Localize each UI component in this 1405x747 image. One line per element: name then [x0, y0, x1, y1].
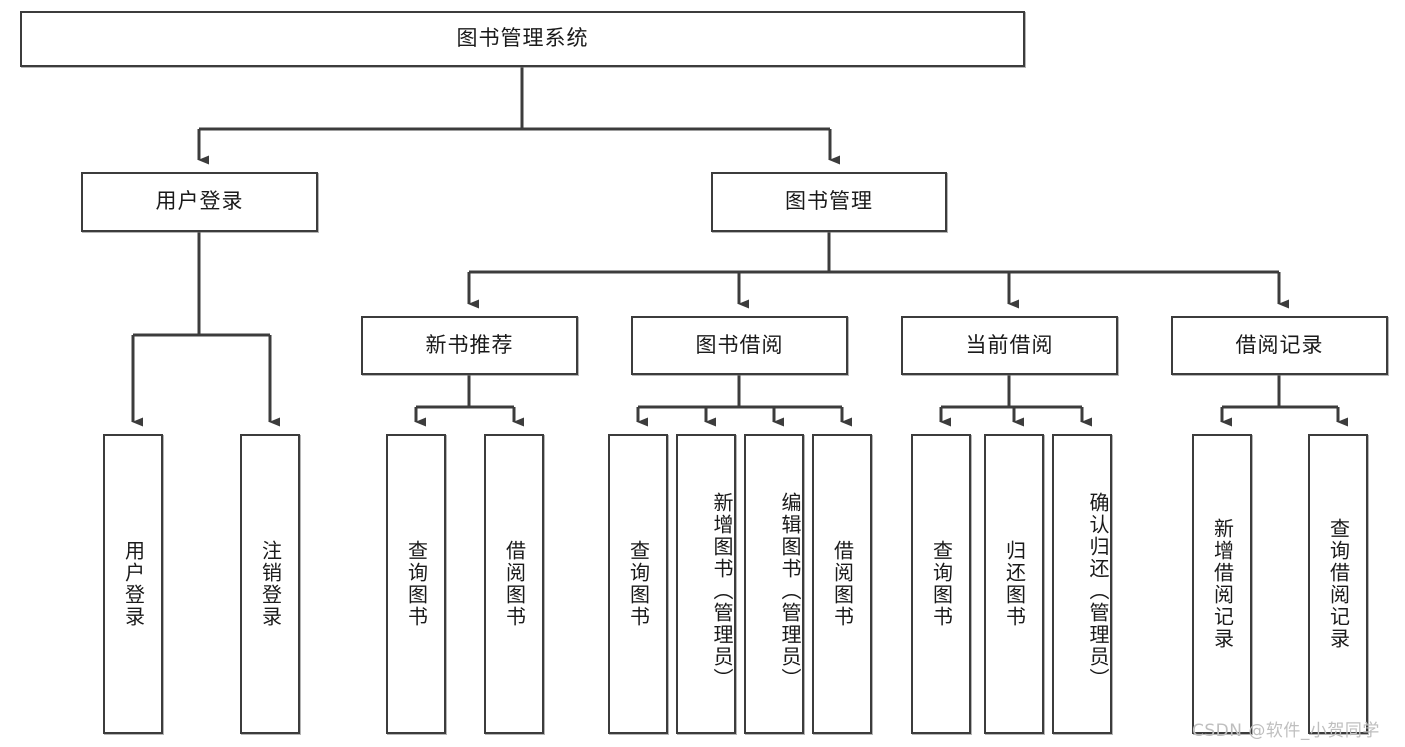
node-leaf-rec-query-label: 查询图书 — [404, 540, 429, 628]
node-book-borrow-label: 图书借阅 — [695, 332, 784, 357]
node-leaf-borrow-add-label: 新增图书（管理员） — [710, 492, 734, 690]
node-root-label: 图书管理系统 — [456, 26, 589, 51]
node-leaf-cur-query[interactable]: 查询图书 — [911, 434, 971, 734]
node-leaf-cur-query-label: 查询图书 — [929, 540, 954, 628]
node-leaf-borrow-lend[interactable]: 借阅图书 — [812, 434, 872, 734]
node-leaf-cur-confirm[interactable]: 确认归还（管理员） — [1052, 434, 1112, 734]
node-root[interactable]: 图书管理系统 — [20, 11, 1025, 67]
node-leaf-borrow-query[interactable]: 查询图书 — [608, 434, 668, 734]
node-leaf-cur-return[interactable]: 归还图书 — [984, 434, 1044, 734]
node-borrow-record[interactable]: 借阅记录 — [1171, 316, 1388, 375]
node-user-login[interactable]: 用户登录 — [81, 172, 318, 232]
node-leaf-borrow-query-label: 查询图书 — [626, 540, 651, 628]
node-current-borrow-label: 当前借阅 — [965, 332, 1054, 357]
node-book-manage[interactable]: 图书管理 — [711, 172, 947, 232]
node-leaf-cur-return-label: 归还图书 — [1002, 540, 1027, 628]
node-leaf-rec-borrow[interactable]: 借阅图书 — [484, 434, 544, 734]
node-user-login-label: 用户登录 — [155, 189, 244, 214]
node-leaf-rec-search-label: 查询借阅记录 — [1326, 518, 1351, 650]
csdn-watermark: CSDN @软件_小贺同学 — [1192, 721, 1380, 741]
node-leaf-borrow-edit[interactable]: 编辑图书（管理员） — [744, 434, 804, 734]
node-leaf-borrow-lend-label: 借阅图书 — [830, 540, 855, 628]
node-new-book-rec-label: 新书推荐 — [425, 332, 514, 357]
node-leaf-borrow-edit-label: 编辑图书（管理员） — [778, 492, 802, 690]
node-leaf-borrow-add[interactable]: 新增图书（管理员） — [676, 434, 736, 734]
node-leaf-cur-confirm-label: 确认归还（管理员） — [1086, 492, 1110, 690]
node-leaf-rec-borrow-label: 借阅图书 — [502, 540, 527, 628]
node-leaf-user-logout[interactable]: 注销登录 — [240, 434, 300, 734]
node-borrow-record-label: 借阅记录 — [1235, 332, 1324, 357]
node-new-book-rec[interactable]: 新书推荐 — [361, 316, 578, 375]
node-leaf-user-login-label: 用户登录 — [121, 540, 146, 628]
node-current-borrow[interactable]: 当前借阅 — [901, 316, 1118, 375]
node-leaf-rec-add[interactable]: 新增借阅记录 — [1192, 434, 1252, 734]
node-leaf-user-logout-label: 注销登录 — [258, 540, 283, 628]
node-book-borrow[interactable]: 图书借阅 — [631, 316, 848, 375]
node-leaf-rec-query[interactable]: 查询图书 — [386, 434, 446, 734]
node-book-manage-label: 图书管理 — [785, 189, 873, 214]
node-leaf-rec-search[interactable]: 查询借阅记录 — [1308, 434, 1368, 734]
node-leaf-rec-add-label: 新增借阅记录 — [1210, 518, 1235, 650]
node-leaf-user-login[interactable]: 用户登录 — [103, 434, 163, 734]
